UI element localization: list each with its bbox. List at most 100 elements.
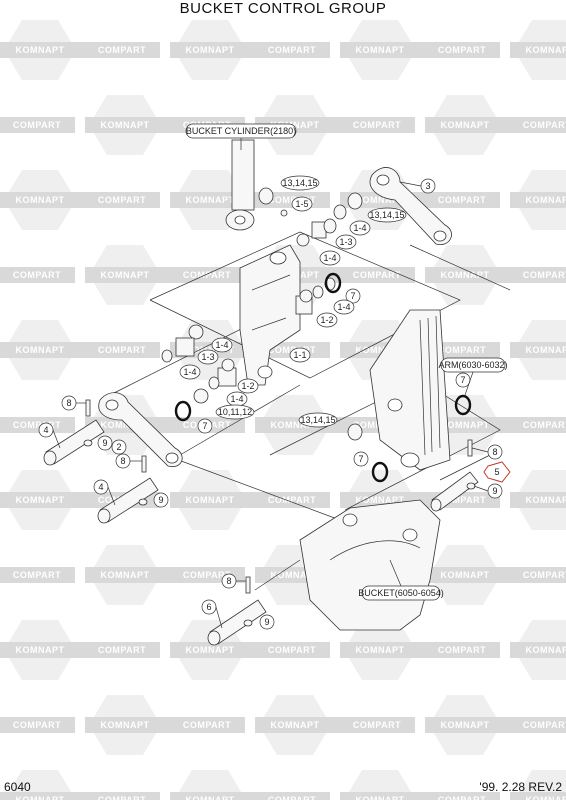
part-label-text: 7 bbox=[350, 291, 355, 301]
pin-6 bbox=[208, 577, 266, 645]
part-label-text: 8 bbox=[66, 398, 71, 408]
bucket-body bbox=[300, 500, 440, 630]
part-label: 1-5 bbox=[292, 197, 312, 211]
part-label: 13,14,15 bbox=[299, 413, 337, 427]
watermark-text: KOMNAPT bbox=[526, 195, 566, 205]
watermark-text: COMPART bbox=[13, 570, 61, 580]
watermark-text: KOMNAPT bbox=[271, 720, 320, 730]
watermark-text: COMPART bbox=[13, 270, 61, 280]
part-label-text: 1-1 bbox=[293, 350, 306, 360]
watermark-text: KOMNAPT bbox=[101, 570, 150, 580]
watermark-text: KOMNAPT bbox=[441, 720, 490, 730]
part-label-text: 5 bbox=[494, 467, 499, 477]
part-label-text: 8 bbox=[226, 576, 231, 586]
page-code: 6040 bbox=[4, 780, 31, 794]
part-label: 9 bbox=[98, 436, 112, 450]
watermark-text: COMPART bbox=[523, 570, 566, 580]
part-label-text: 1-2 bbox=[241, 381, 254, 391]
part-label: 4 bbox=[94, 480, 108, 494]
part-label: 13,14,15 bbox=[368, 208, 406, 222]
part-label: 1-2 bbox=[317, 313, 337, 327]
watermark-text: COMPART bbox=[98, 45, 146, 55]
watermark-text: COMPART bbox=[13, 420, 61, 430]
watermark-text: COMPART bbox=[438, 345, 486, 355]
part-label: 8 bbox=[62, 396, 76, 410]
watermark-text: KOMNAPT bbox=[16, 495, 65, 505]
part-label: 9 bbox=[154, 493, 168, 507]
part-label-text: 9 bbox=[492, 486, 497, 496]
watermark-text: KOMNAPT bbox=[16, 45, 65, 55]
watermark-text: KOMNAPT bbox=[526, 795, 566, 800]
watermark-text: COMPART bbox=[438, 795, 486, 800]
part-label-text: 1-4 bbox=[323, 253, 336, 263]
callout-arm: ARM(6030-6032) bbox=[438, 358, 507, 372]
watermark-text: COMPART bbox=[98, 345, 146, 355]
part-label: 7 bbox=[198, 419, 212, 433]
part-label: 8 bbox=[222, 574, 236, 588]
watermark-text: KOMNAPT bbox=[16, 345, 65, 355]
watermark-text: KOMNAPT bbox=[186, 795, 235, 800]
part-label-text: 1-4 bbox=[215, 340, 228, 350]
watermark-text: COMPART bbox=[268, 795, 316, 800]
watermark-text: COMPART bbox=[183, 270, 231, 280]
watermark-logo: KOMNAPT COMPART bbox=[0, 20, 160, 80]
callout-bucket-cylinder-text: BUCKET CYLINDER(2180) bbox=[186, 126, 296, 136]
watermark-text: KOMNAPT bbox=[101, 720, 150, 730]
part-label-text: 13,14,15 bbox=[282, 178, 317, 188]
part-label-text: 13,14,15 bbox=[300, 415, 335, 425]
part-label-text: 7 bbox=[202, 421, 207, 431]
watermark-text: COMPART bbox=[353, 270, 401, 280]
watermark-text: KOMNAPT bbox=[186, 495, 235, 505]
part-label-text: 1-4 bbox=[183, 367, 196, 377]
watermark-text: KOMNAPT bbox=[16, 195, 65, 205]
part-label-text: 3 bbox=[425, 181, 430, 191]
part-label-text: 1-4 bbox=[337, 302, 350, 312]
part-label: 1-4 bbox=[227, 392, 247, 406]
watermark-text: COMPART bbox=[438, 645, 486, 655]
part-label: 3 bbox=[421, 179, 435, 193]
watermark-text: COMPART bbox=[98, 795, 146, 800]
watermark-text: COMPART bbox=[183, 720, 231, 730]
watermark-text: COMPART bbox=[98, 645, 146, 655]
part-label-text: 1-3 bbox=[339, 237, 352, 247]
part-label-text: 1-5 bbox=[295, 199, 308, 209]
watermark-text: KOMNAPT bbox=[441, 270, 490, 280]
watermark-logo: KOMNAPT COMPART bbox=[0, 320, 160, 380]
part-label: 9 bbox=[260, 615, 274, 629]
watermark-text: KOMNAPT bbox=[186, 645, 235, 655]
watermark-text: KOMNAPT bbox=[526, 345, 566, 355]
watermark-text: COMPART bbox=[523, 720, 566, 730]
watermark-logo: KOMNAPT COMPART bbox=[170, 770, 330, 800]
callout-bucket-text: BUCKET(6050-6054) bbox=[358, 588, 444, 598]
watermark-text: KOMNAPT bbox=[101, 270, 150, 280]
watermark-text: KOMNAPT bbox=[526, 645, 566, 655]
watermark-logo: KOMNAPT COMPART bbox=[0, 620, 160, 680]
part-label: 2 bbox=[112, 440, 126, 454]
watermark-text: COMPART bbox=[13, 720, 61, 730]
watermark-text: KOMNAPT bbox=[441, 120, 490, 130]
watermark-text: COMPART bbox=[13, 120, 61, 130]
watermark-text: COMPART bbox=[353, 120, 401, 130]
watermark-text: KOMNAPT bbox=[16, 645, 65, 655]
watermark-text: KOMNAPT bbox=[186, 45, 235, 55]
part-label: 7 bbox=[456, 373, 470, 387]
watermark-text: COMPART bbox=[438, 45, 486, 55]
part-label-text: 13,14,15 bbox=[369, 210, 404, 220]
part-label: 1-2 bbox=[238, 379, 258, 393]
watermark-text: KOMNAPT bbox=[356, 645, 405, 655]
part-label-text: 1-2 bbox=[320, 315, 333, 325]
part-label-text: 1-4 bbox=[230, 394, 243, 404]
